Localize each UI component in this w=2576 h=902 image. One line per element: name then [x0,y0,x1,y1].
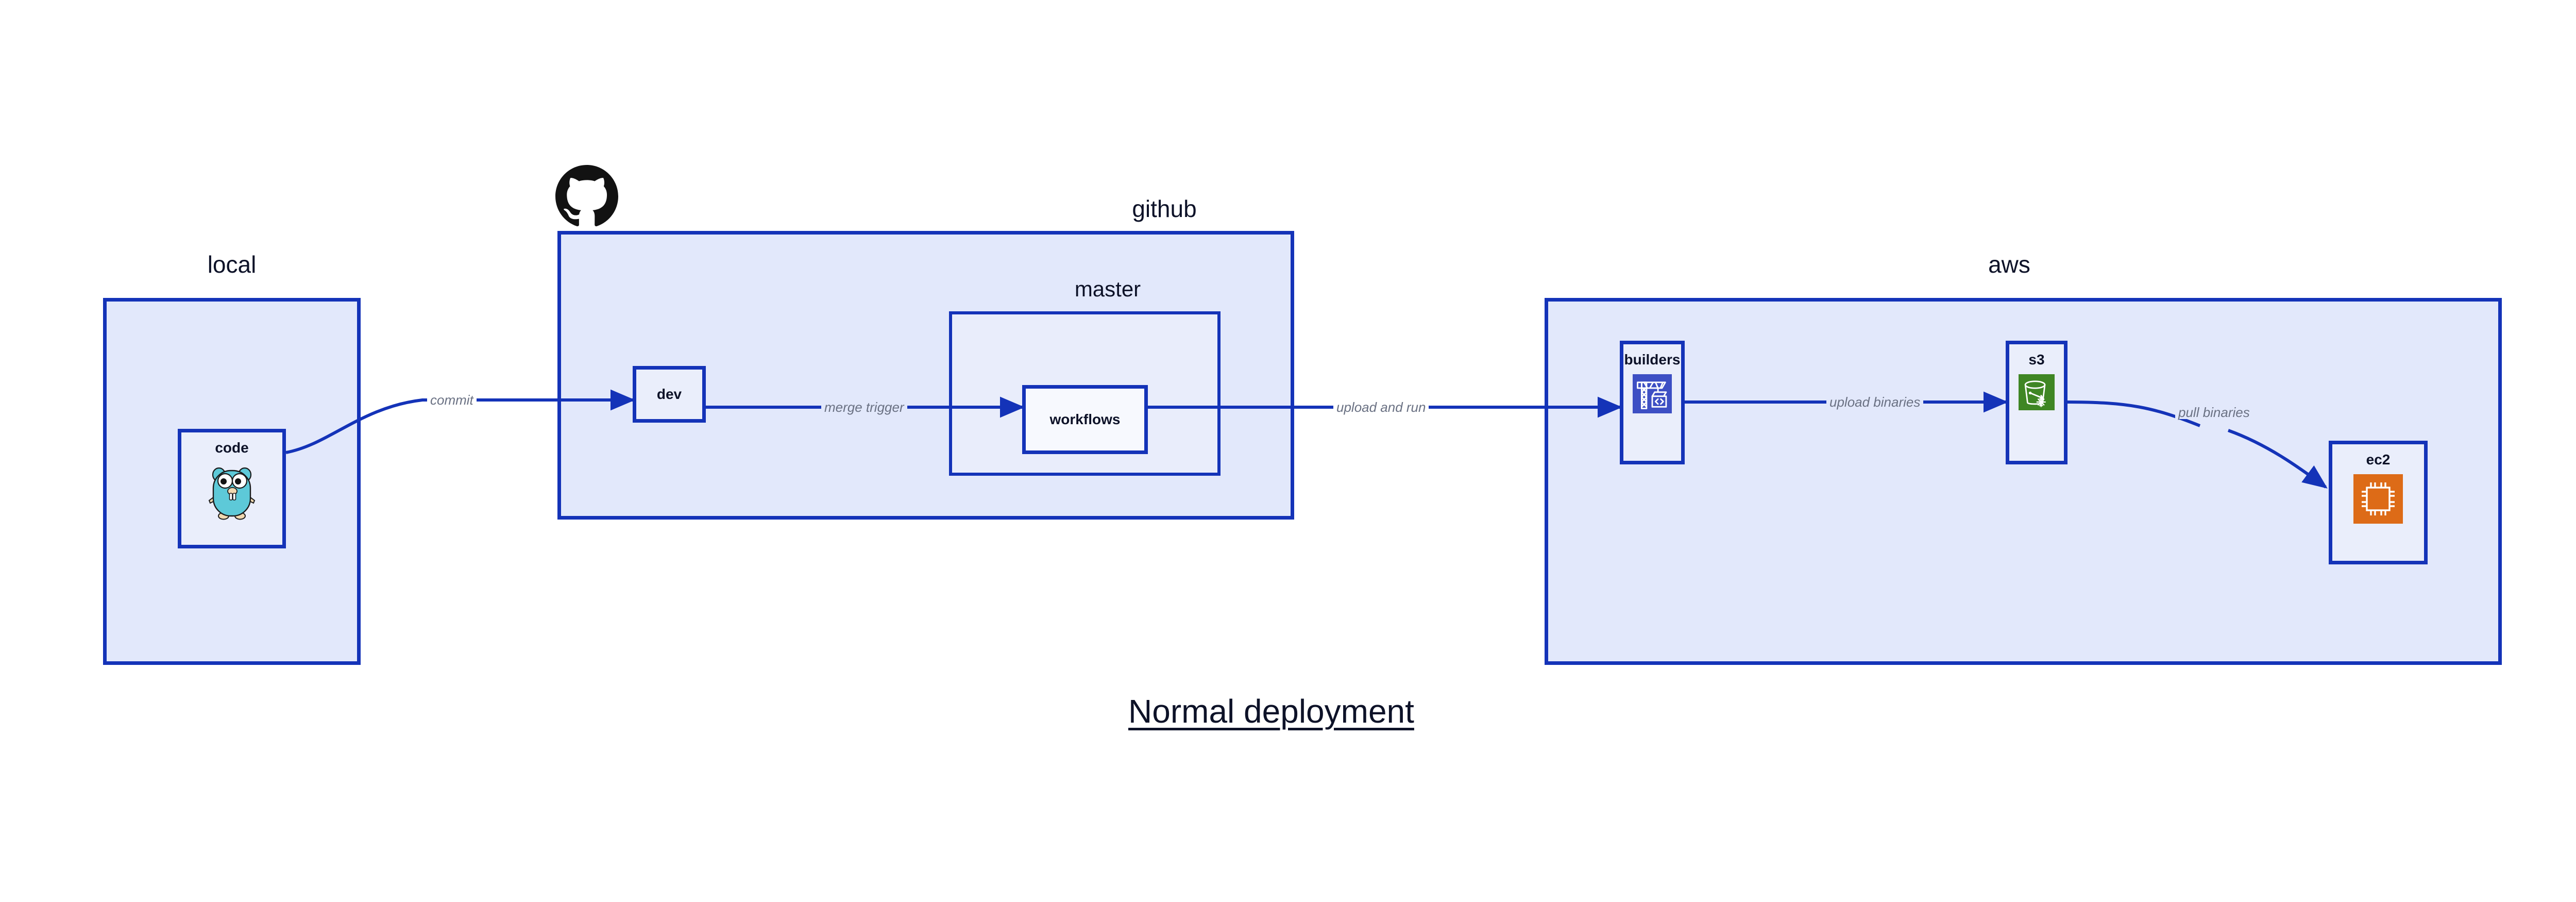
group-label-master: master [1074,277,1141,301]
node-dev[interactable]: dev [633,366,706,423]
node-label-builders: builders [1624,352,1681,368]
edge-label-upload-and-run: upload and run [1333,400,1429,414]
go-gopher-icon [208,462,256,523]
group-label-local: local [207,251,257,278]
diagram-title: Normal deployment [1128,693,1414,730]
edge-label-pull-binaries: pull binaries [2175,406,2253,419]
node-label-s3: s3 [2028,352,2045,368]
node-label-code: code [215,440,249,456]
node-ec2[interactable]: ec2 [2329,441,2428,564]
node-label-dev: dev [656,386,682,402]
node-workflows[interactable]: workflows [1022,385,1148,454]
ec2-chip-icon [2353,474,2403,526]
group-label-aws: aws [1988,251,2030,278]
group-label-github: github [1132,195,1197,222]
edge-label-commit: commit [427,393,477,407]
node-builders[interactable]: builders [1620,341,1685,464]
node-label-workflows: workflows [1049,411,1121,427]
github-octocat-icon [555,165,618,230]
node-s3[interactable]: s3 [2006,341,2067,464]
edge-label-upload-binaries: upload binaries [1826,395,1924,409]
s3-bucket-icon [2019,374,2055,413]
node-code[interactable]: code [178,429,286,548]
edge-label-merge-trigger: merge trigger [821,400,907,414]
crane-code-icon [1633,374,1672,416]
node-label-ec2: ec2 [2366,452,2391,467]
